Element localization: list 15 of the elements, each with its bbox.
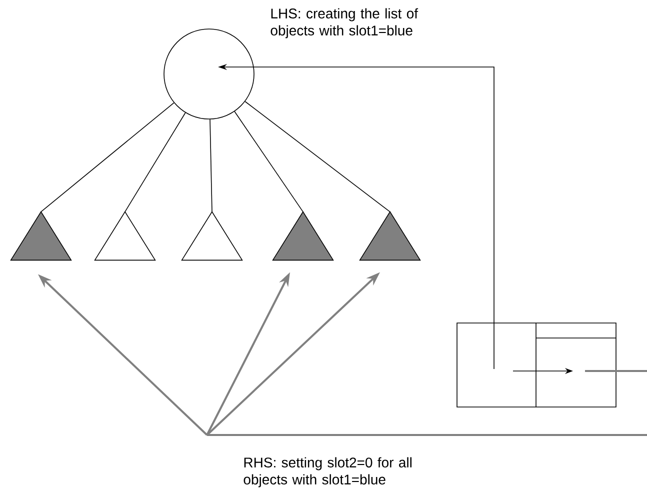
connector-line xyxy=(244,101,390,212)
triangle-node xyxy=(359,211,421,261)
connector-line xyxy=(40,102,174,212)
connector-line xyxy=(124,112,186,212)
note-text: RHS: setting slot2=0 for all objects with slot1=blue xyxy=(244,457,412,488)
connector-line xyxy=(210,119,212,212)
triangle-node xyxy=(272,211,334,261)
triangle-node xyxy=(181,211,243,261)
note-text: LHS: creating the list of objects with slot1=blue xyxy=(270,8,418,38)
connector-line xyxy=(234,111,304,212)
connector-line xyxy=(585,370,647,372)
triangle-node xyxy=(94,211,156,261)
record-box xyxy=(456,322,616,408)
circle-node xyxy=(164,28,254,120)
triangle-node xyxy=(10,211,72,261)
